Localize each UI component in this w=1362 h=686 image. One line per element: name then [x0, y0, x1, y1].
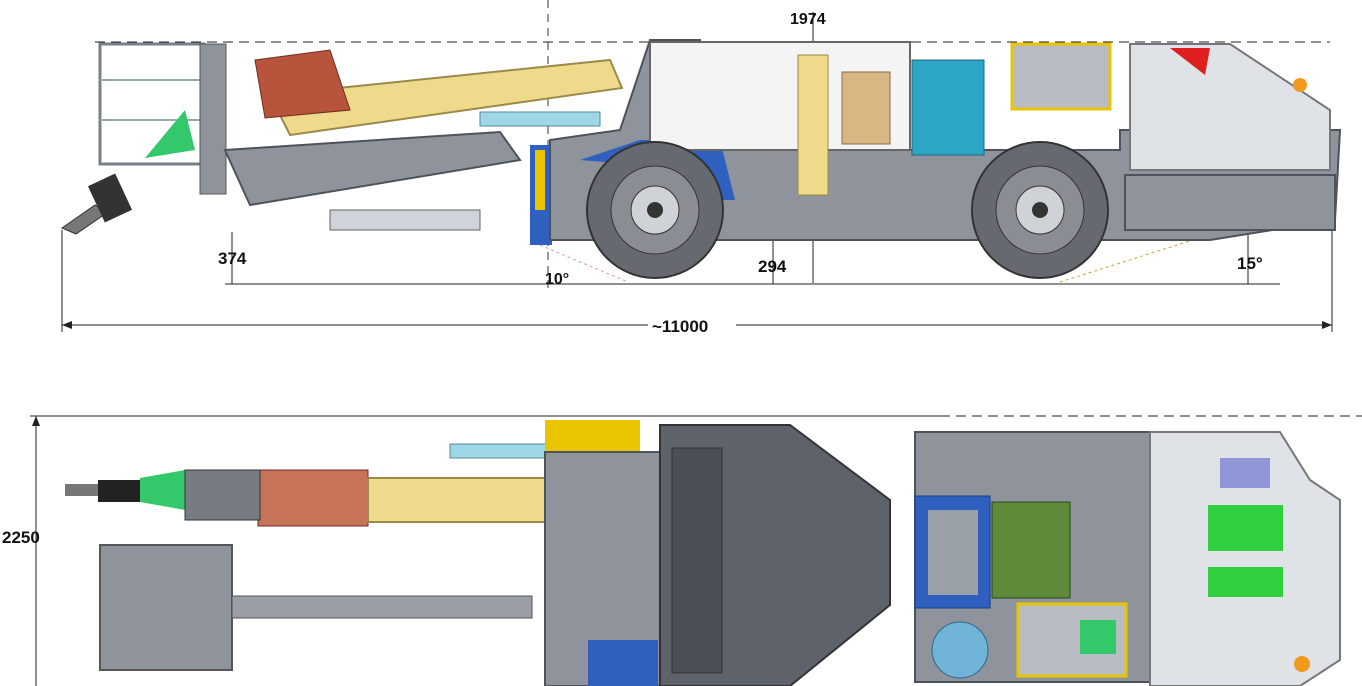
- height-label: 1974: [790, 11, 826, 28]
- lower-cylinder: [329, 209, 481, 231]
- cab-box: [841, 71, 891, 145]
- top-chisel: [65, 484, 105, 496]
- top-rear-green-upper: [1208, 505, 1283, 551]
- lower-boom: [223, 130, 522, 207]
- rear-wheel: [971, 141, 1109, 279]
- top-rear-purple: [1220, 458, 1270, 488]
- front-clearance-label: 374: [218, 249, 247, 268]
- beacon-icon: [1293, 78, 1307, 92]
- top-view: 2250: [2, 415, 1362, 686]
- departure-line: [1059, 233, 1213, 283]
- basket-post: [199, 43, 227, 195]
- length-arrow-right: [1322, 321, 1332, 329]
- basket-green-plate: [145, 110, 195, 158]
- engine-block: [911, 59, 985, 156]
- top-beacon-icon: [1294, 656, 1310, 672]
- top-green-cone: [140, 470, 185, 510]
- front-wheel: [586, 141, 724, 279]
- width-arrow-top: [32, 416, 40, 426]
- ground-clearance-label: 294: [758, 257, 787, 276]
- boom-blue-cylinder: [479, 111, 601, 127]
- departure-angle-label: 15°: [1237, 254, 1263, 273]
- width-label: 2250: [2, 528, 40, 547]
- top-roof-panel: [671, 447, 723, 674]
- front-yellow-bar: [535, 150, 545, 210]
- top-boom-head: [184, 469, 261, 521]
- approach-line: [539, 244, 629, 283]
- rear-bumper: [1124, 174, 1336, 231]
- rear-cover: [1129, 43, 1331, 171]
- top-yellow-cylinder: [545, 420, 640, 452]
- approach-angle-label: 10°: [545, 271, 569, 288]
- top-lower-arm: [231, 595, 533, 619]
- upper-boom-yellow: [268, 58, 624, 137]
- top-basket: [99, 544, 233, 671]
- engine-panel: [1010, 42, 1112, 111]
- top-green-display: [1080, 620, 1116, 654]
- top-breaker-body: [98, 480, 148, 502]
- length-arrow-left: [62, 321, 72, 329]
- top-blue-block: [588, 640, 658, 686]
- rear-lamp-red: [1170, 48, 1210, 75]
- top-fan: [931, 621, 989, 679]
- top-rear-cover: [1149, 431, 1341, 686]
- top-boom-red: [257, 469, 369, 527]
- top-engine-grid: [928, 510, 978, 595]
- boom-red-joint: [254, 49, 351, 119]
- top-engine-green: [991, 501, 1071, 599]
- length-label: ~11000: [652, 317, 708, 336]
- top-blue-cylinder: [449, 443, 551, 459]
- chisel-body: [87, 173, 133, 223]
- cab-pillar-yellow: [797, 54, 829, 196]
- side-view: 1974 374 294 10° 15° ~11000: [60, 0, 1342, 336]
- top-rear-green-lower: [1208, 567, 1283, 597]
